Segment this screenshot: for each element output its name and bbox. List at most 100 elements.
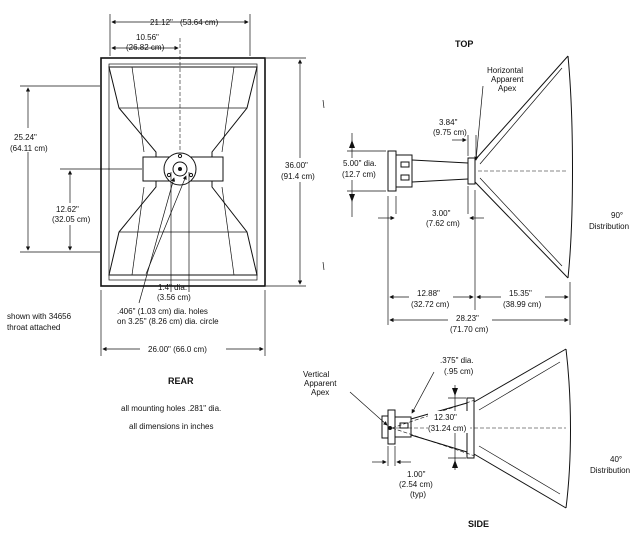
- top-horn-flange: [467, 157, 476, 185]
- top-500-in: 5.00" dia.: [343, 159, 377, 168]
- top-384-cm: (9.75 cm): [433, 128, 467, 137]
- rear-label-bg: [278, 158, 326, 182]
- rear-height-full-in: 36.00": [285, 161, 308, 170]
- side-label-bg: [428, 411, 470, 433]
- rear-width-half-cm: (26.82 cm): [126, 43, 165, 52]
- rear-view: 21.12" (53.64 cm) 10.56" (26.82 cm) 25.2…: [7, 14, 326, 431]
- top-arrow: [349, 140, 355, 148]
- side-apex-leader: [349, 391, 388, 426]
- top-horn-edge: [474, 55, 569, 161]
- rear-height-upper-in: 25.24": [14, 133, 37, 142]
- top-300-in: 3.00": [432, 209, 451, 218]
- rear-leader: [145, 175, 187, 275]
- top-label-bg: [409, 288, 453, 310]
- rear-horn-line: [131, 66, 145, 153]
- rear-horn-line: [221, 186, 235, 276]
- side-view: SIDE Vertical Apparent Apex .375" dia. (…: [303, 348, 630, 529]
- top-throat-line: [411, 159, 469, 164]
- top-horn-mouth: [567, 55, 573, 279]
- top-apex-leader: [474, 85, 484, 161]
- side-40-1: 40°: [610, 455, 622, 464]
- top-1288-cm: (32.72 cm): [411, 300, 450, 309]
- side-100-in: 1.00": [407, 470, 426, 479]
- top-title: TOP: [455, 39, 473, 49]
- side-375-in: .375" dia.: [440, 356, 474, 365]
- rear-height-mid-cm: (32.05 cm): [52, 215, 91, 224]
- top-driver-slot: [400, 161, 410, 168]
- top-view: TOP Horizontal Apparent Apex 3.84" (9.75…: [341, 39, 629, 335]
- rear-bolt-hole: [166, 172, 172, 178]
- rear-width-bottom: 26.00" (66.0 cm): [148, 345, 207, 354]
- top-throat-line: [411, 178, 469, 183]
- top-horn-inner: [479, 67, 563, 165]
- rear-horn-line: [131, 186, 145, 276]
- side-typ: (typ): [410, 490, 426, 499]
- rear-width-outer-cm: (53.64 cm): [180, 18, 219, 27]
- vert-apex-2: Apparent: [304, 379, 337, 388]
- top-2823-in: 28.23": [456, 314, 479, 323]
- rear-small-cm: (3.56 cm): [157, 293, 191, 302]
- rear-outer-frame: [100, 57, 266, 287]
- side-apex-point: [388, 426, 392, 430]
- side-horn-edge: [473, 348, 567, 403]
- top-90-1: 90°: [611, 211, 623, 220]
- top-horn-edge: [474, 181, 569, 279]
- rear-holes-line2: on 3.25" (8.26 cm) dia. circle: [117, 317, 219, 326]
- rear-width-half-in: 10.56": [136, 33, 159, 42]
- side-375-cm: (.95 cm): [444, 367, 474, 376]
- top-driver-flange: [387, 150, 397, 192]
- rear-height-full-cm: (91.4 cm): [281, 172, 315, 181]
- side-horn-edge: [473, 453, 567, 509]
- rear-width-outer-in: 21.12": [150, 18, 173, 27]
- side-arrow: [452, 460, 458, 468]
- top-1288-in: 12.88": [417, 289, 440, 298]
- top-1535-cm: (38.99 cm): [503, 300, 542, 309]
- dim-note: all dimensions in inches: [129, 422, 214, 431]
- top-500-cm: (12.7 cm): [342, 170, 376, 179]
- top-label-bg: [448, 313, 492, 335]
- top-1535-in: 15.35": [509, 289, 532, 298]
- rear-label-bg: [10, 128, 50, 152]
- rear-height-upper-cm: (64.11 cm): [10, 144, 48, 153]
- vert-apex-1: Vertical: [303, 370, 329, 379]
- rear-bolt-hole: [177, 153, 183, 159]
- rear-title: REAR: [168, 376, 194, 386]
- side-100-cm: (2.54 cm): [399, 480, 433, 489]
- side-arrow: [452, 388, 458, 396]
- rear-label-bg: [52, 203, 98, 225]
- rear-shown-line1: shown with 34656: [7, 312, 72, 321]
- side-horn-mouth: [565, 348, 571, 509]
- top-300-cm: (7.62 cm): [426, 219, 460, 228]
- rear-throat-center: [178, 167, 182, 171]
- top-driver-body: [395, 154, 413, 188]
- top-label-bg: [341, 158, 385, 180]
- side-apex-ray: [391, 427, 476, 457]
- side-horn-inner: [478, 445, 561, 495]
- mount-note: all mounting holes .281" dia.: [121, 404, 221, 413]
- rear-leader: [138, 177, 176, 304]
- side-horn-inner: [478, 361, 561, 411]
- horiz-apex-2: Apparent: [491, 75, 524, 84]
- top-label-bg: [501, 288, 545, 310]
- vert-apex-3: Apex: [311, 388, 329, 397]
- side-375-leader: [411, 371, 435, 414]
- top-384-in: 3.84": [439, 118, 458, 127]
- top-driver-slot: [400, 174, 410, 181]
- rear-inner-frame: [108, 63, 258, 281]
- rear-height-mid-in: 12.62": [56, 205, 79, 214]
- rear-small-in: 1.4" dia.: [158, 283, 187, 292]
- rear-shown-line2: throat attached: [7, 323, 60, 332]
- horiz-apex-3: Apex: [498, 84, 516, 93]
- side-40-2: Distribution: [590, 466, 630, 475]
- rear-mark: [322, 261, 325, 271]
- rear-throat-bore: [172, 161, 188, 177]
- side-title: SIDE: [468, 519, 489, 529]
- rear-holes-line1: .406" (1.03 cm) dia. holes: [117, 307, 208, 316]
- side-throat-line: [410, 434, 468, 453]
- side-1230-in: 12.30": [434, 413, 457, 422]
- top-horn-inner: [479, 177, 563, 267]
- rear-mark: [322, 99, 325, 109]
- top-arrow: [349, 194, 355, 202]
